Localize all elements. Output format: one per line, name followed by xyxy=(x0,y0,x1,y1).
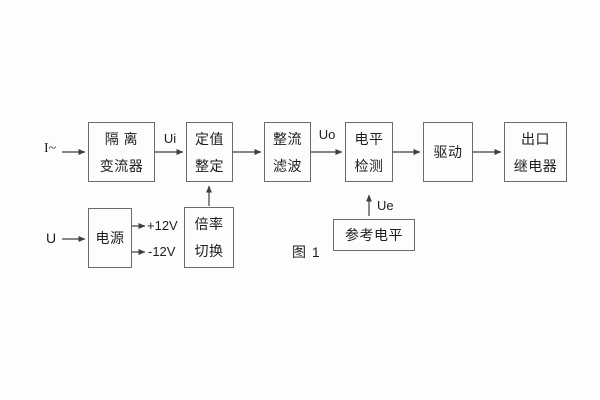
label-signal-ue: Ue xyxy=(377,198,394,213)
label-rail-neg12v: -12V xyxy=(148,244,176,259)
figure-caption: 图 1 xyxy=(292,244,321,260)
block-power-line1: 电源 xyxy=(95,230,125,246)
block-rectify-line2: 滤波 xyxy=(273,157,302,174)
block-level-line1: 电平 xyxy=(354,130,384,147)
label-input-voltage: U xyxy=(46,230,57,246)
block-isolation-line1: 隔 离 xyxy=(104,130,139,147)
block-reference-line1: 参考电平 xyxy=(345,227,403,243)
block-ratio-line1: 倍率 xyxy=(194,216,224,232)
block-setting-line2: 整定 xyxy=(195,157,224,174)
label-signal-ui: Ui xyxy=(163,131,177,146)
block-rectify-line1: 整流 xyxy=(273,130,302,147)
block-relay-line1: 出口 xyxy=(521,130,550,147)
block-power-supply: 电源 xyxy=(88,208,132,268)
block-level-line2: 检测 xyxy=(354,157,384,174)
block-drive: 驱动 xyxy=(423,122,473,182)
label-input-current: I~ xyxy=(44,141,57,156)
block-isolation-transformer: 隔 离 变流器 xyxy=(88,122,155,182)
block-isolation-line2: 变流器 xyxy=(99,157,144,174)
block-reference-level: 参考电平 xyxy=(333,219,415,251)
block-relay-line2: 继电器 xyxy=(513,157,558,174)
block-setpoint-adjust: 定值 整定 xyxy=(186,122,233,182)
block-ratio-line2: 切换 xyxy=(194,243,224,259)
label-rail-pos12v: +12V xyxy=(147,218,178,233)
block-level-detect: 电平 检测 xyxy=(345,122,393,182)
block-drive-line1: 驱动 xyxy=(433,144,463,160)
block-rectify-filter: 整流 滤波 xyxy=(264,122,311,182)
block-setting-line1: 定值 xyxy=(195,130,224,147)
block-ratio-switch: 倍率 切换 xyxy=(184,207,234,268)
block-output-relay: 出口 继电器 xyxy=(504,122,567,182)
label-signal-uo: Uo xyxy=(318,127,336,142)
